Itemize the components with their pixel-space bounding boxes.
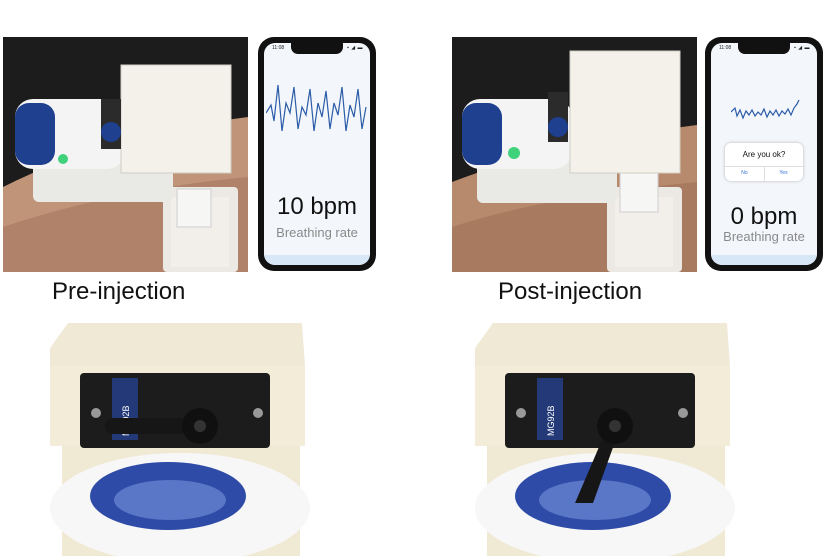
pre-status-icons: ▪ ◢ ▬: [347, 45, 363, 51]
pre-injection-photo: [3, 37, 248, 272]
pre-servo-photo: MG92B: [40, 318, 310, 556]
post-screen-footer: [711, 255, 817, 265]
pre-phone-notch: [291, 43, 343, 54]
flat-breathing-waveform: [731, 99, 800, 120]
post-phone: 11:08 ▪ ◢ ▬ Are you ok? No Yes 0 bpm Bre…: [705, 37, 823, 271]
pre-status-time: 11:08: [272, 45, 285, 51]
dialog-yes-button[interactable]: Yes: [779, 170, 788, 176]
pre-breathing-rate-label: Breathing rate: [276, 225, 358, 240]
post-status-icons: ▪ ◢ ▬: [794, 45, 810, 51]
pre-screen-footer: [264, 255, 370, 265]
post-injection-photo: [452, 37, 697, 272]
dialog-button-divider: [764, 166, 765, 181]
alert-dialog: Are you ok? No Yes: [725, 143, 803, 181]
post-bpm-value: 0 bpm: [730, 203, 798, 230]
post-breathing-rate-label: Breathing rate: [723, 229, 805, 244]
pre-phone: 11:08 ▪ ◢ ▬ 10 bpm Breathing rate: [258, 37, 376, 271]
post-servo-label: MG92B: [546, 405, 556, 436]
post-phone-notch: [738, 43, 790, 54]
pre-injection-caption: Pre-injection: [52, 278, 186, 305]
breathing-waveform: [266, 84, 367, 132]
post-injection-caption: Post-injection: [498, 278, 643, 305]
dialog-no-button[interactable]: No: [741, 170, 748, 176]
dialog-title: Are you ok?: [742, 150, 786, 159]
pre-phone-screen: 11:08 ▪ ◢ ▬ 10 bpm Breathing rate: [264, 43, 370, 265]
pre-bpm-value: 10 bpm: [276, 193, 358, 220]
post-servo-photo: MG92B: [465, 318, 735, 556]
post-status-time: 11:08: [719, 45, 732, 51]
post-phone-screen: 11:08 ▪ ◢ ▬ Are you ok? No Yes 0 bpm Bre…: [711, 43, 817, 265]
